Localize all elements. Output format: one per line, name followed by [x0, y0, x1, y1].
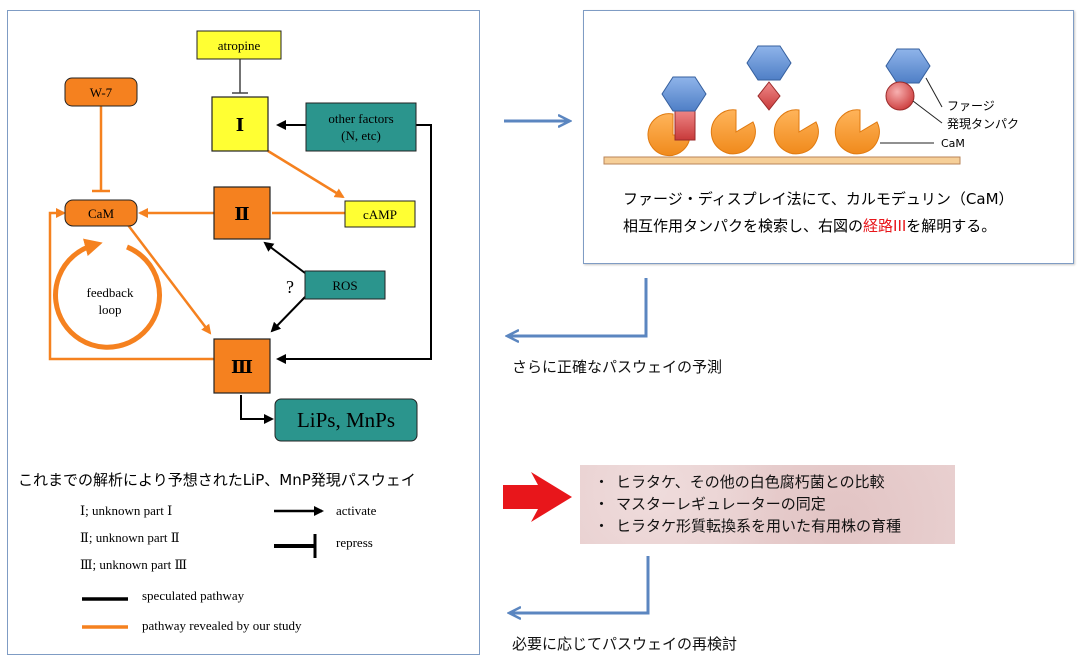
node-w7-label: W-7: [90, 85, 113, 100]
flow-arrow-to-step1: [507, 278, 648, 336]
cam-molecule-4: [834, 109, 880, 155]
legend-revealed-label: pathway revealed by our study: [142, 618, 302, 633]
edge-other-to-3: [276, 124, 432, 364]
node-unknown-1-label: Ⅰ: [236, 115, 244, 135]
next-step-item: マスターレギュレーターの同定: [594, 493, 955, 515]
node-lips-mnps: [274, 398, 418, 442]
next-step-item: ヒラタケ、その他の白色腐朽菌との比較: [594, 471, 955, 493]
edge-3-to-lips: [240, 395, 274, 424]
node-camp-label: cAMP: [363, 207, 397, 222]
phage-display-panel: ファージ 発現タンパク CaM ファージ・ディスプレイ法にて、カルモデュリン（C…: [583, 10, 1074, 264]
substrate-bar: [603, 156, 961, 165]
node-atropine-label: atropine: [218, 38, 261, 53]
node-ros: [304, 270, 386, 300]
node-cam-label: CaM: [88, 206, 114, 221]
node-unknown-3: [213, 338, 271, 394]
feedback-loop-label: feedback: [87, 285, 134, 300]
cam-molecule-2: [710, 109, 756, 155]
legend-speculated-label: speculated pathway: [142, 588, 245, 603]
ros-unknown-mark: ?: [286, 277, 294, 297]
flow-arrow-to-step2: [509, 556, 650, 613]
label-cam: CaM: [941, 137, 965, 150]
flow-step-1-text: さらに正確なパスウェイの予測: [512, 358, 723, 376]
edge-1-to-camp: [267, 149, 345, 199]
phage-description-line2: 相互作用タンパクを検索し、右図の経路IIIを解明する。: [623, 217, 996, 235]
next-step-item: ヒラタケ形質転換系を用いた有用株の育種: [594, 515, 955, 537]
phage-hexagon-2: [746, 45, 792, 81]
node-atropine: [196, 30, 282, 60]
edge-ros-to-3: [270, 296, 306, 333]
pathway-caption: これまでの解析により予想されたLiP、MnP発現パスウェイ: [18, 471, 416, 489]
phage-display-illustration: ファージ 発現タンパク CaM ファージ・ディスプレイ法にて、カルモデュリン（C…: [603, 45, 1019, 235]
node-unknown-3-label: Ⅲ: [231, 357, 253, 377]
legend-activate-label: activate: [336, 503, 377, 518]
phage-ball: [885, 81, 915, 111]
label-phage-protein: 発現タンパク: [947, 117, 1019, 131]
phage-hexagon-1: [661, 76, 707, 112]
next-steps-list: ヒラタケ、その他の白色腐朽菌との比較 マスターレギュレーターの同定 ヒラタケ形質…: [594, 471, 955, 537]
edge-cam-to-3: [127, 224, 212, 335]
label-phage: ファージ: [947, 99, 995, 113]
legend-part-1: Ⅰ; unknown part Ⅰ: [80, 503, 172, 518]
legend-repress-label: repress: [336, 535, 373, 550]
node-other-factors: [305, 102, 417, 152]
node-cam: [64, 199, 138, 227]
next-steps-box: ヒラタケ、その他の白色腐朽菌との比較 マスターレギュレーターの同定 ヒラタケ形質…: [580, 465, 955, 544]
legend-part-2: Ⅱ; unknown part Ⅱ: [80, 530, 180, 545]
red-arrow: [503, 472, 572, 522]
leader-hexagon: [925, 77, 943, 108]
phage-description-line1: ファージ・ディスプレイ法にて、カルモデュリン（CaM）: [623, 190, 1014, 208]
pathway-3-highlight: 経路III: [863, 217, 906, 235]
edge-3-to-cam: [48, 208, 214, 361]
feedback-loop-arrow: [53, 238, 162, 350]
feedback-loop-label-2: loop: [98, 302, 121, 317]
flow-step-2-text: 必要に応じてパスウェイの再検討: [512, 635, 738, 653]
legend-part-3: Ⅲ; unknown part Ⅲ: [80, 557, 187, 572]
node-lips-mnps-label: LiPs, MnPs: [297, 408, 395, 432]
node-w7: [64, 77, 138, 107]
leader-ball: [912, 100, 943, 124]
node-unknown-2-label: Ⅱ: [234, 204, 249, 224]
pathway-panel: feedback loop atropine W-7 Ⅰ other facto…: [7, 10, 480, 655]
node-other-factors-label-2: (N, etc): [341, 128, 381, 143]
node-other-factors-label: other factors: [328, 111, 393, 126]
node-camp: [344, 200, 416, 228]
phage-diamond: [757, 81, 781, 111]
cam-molecule-1: [647, 113, 691, 157]
edge-ros-to-2: [263, 241, 306, 274]
node-ros-label: ROS: [332, 278, 357, 293]
phage-hexagon-3: [885, 48, 931, 84]
cam-molecule-3: [773, 109, 819, 155]
node-unknown-1: [211, 96, 269, 152]
node-unknown-2: [213, 186, 271, 240]
pathway-diagram: feedback loop atropine W-7 Ⅰ other facto…: [18, 30, 432, 633]
